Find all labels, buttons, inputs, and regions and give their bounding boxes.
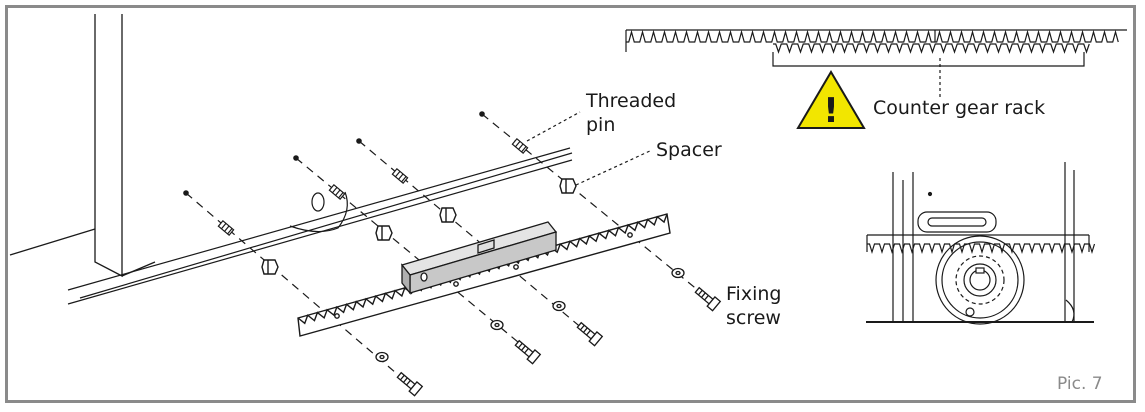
threaded-pin-label-1: Threaded [585,90,676,112]
spirit-level [400,221,558,295]
motor-housing [289,191,348,233]
figure-frame [5,5,1136,403]
spacers [261,178,577,275]
spacer-label: Spacer [656,139,722,161]
pin-tips [183,111,485,196]
warning-triangle-icon: ! [796,70,866,131]
fixing-screws [396,286,722,397]
gear-rack [297,213,671,337]
washers [375,267,685,363]
gate-structure [9,14,156,278]
fixing-screw-label-1: Fixing [726,283,781,305]
picture-number: Pic. 7 [1057,374,1103,394]
motor-detail [866,162,1096,325]
assembly-axes [185,113,711,386]
fixing-screw-label-2: screw [726,307,781,329]
leader-lines [526,58,941,186]
counter-gear-rack-label: Counter gear rack [873,97,1045,119]
threaded-pins [217,137,529,237]
warning-exclamation: ! [823,91,839,131]
threaded-pin-label-2: pin [586,114,615,136]
counter-gear-rack-detail [625,29,1127,67]
